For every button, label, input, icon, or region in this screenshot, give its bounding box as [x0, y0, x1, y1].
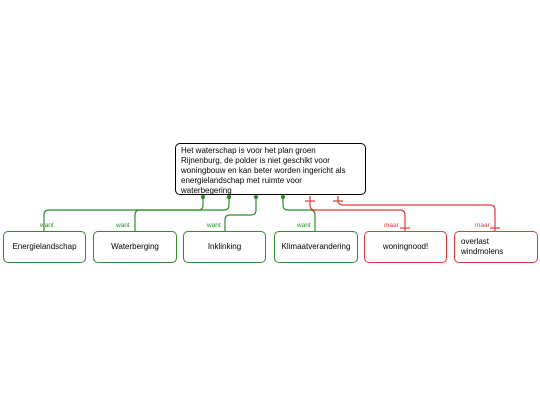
node-label: overlast windmolens: [461, 237, 504, 256]
node-woningnood[interactable]: woningnood!: [364, 231, 447, 263]
connector-waterberging: [134, 196, 230, 231]
node-label: Inklinking: [207, 242, 242, 251]
node-label: woningnood!: [382, 242, 429, 251]
connector-dot: [253, 194, 259, 200]
node-klimaatverandering[interactable]: Klimaatverandering: [274, 231, 358, 263]
connector-dot: [280, 194, 286, 200]
connector-klimaatverandering: [282, 196, 316, 231]
node-label: Klimaatverandering: [281, 242, 351, 251]
node-energielandschap[interactable]: Energielandschap: [3, 231, 86, 263]
relation-label-want: want: [207, 222, 221, 229]
relation-label-maar: maar: [384, 222, 399, 229]
node-inklinking[interactable]: Inklinking: [183, 231, 266, 263]
relation-label-maar: maar: [475, 222, 490, 229]
relation-label-want: want: [116, 222, 130, 229]
relation-label-want: want: [40, 222, 54, 229]
connector-energielandschap: [43, 196, 204, 231]
connector-woningnood: [309, 196, 406, 231]
connector-windmolens: [337, 196, 496, 231]
relation-label-want: want: [297, 222, 311, 229]
node-label: Energielandschap: [12, 242, 77, 251]
connector-inklinking: [224, 196, 257, 231]
node-waterberging[interactable]: Waterberging: [93, 231, 177, 263]
connector-dot: [226, 194, 232, 200]
connector-dot: [200, 194, 206, 200]
node-overlast-windmolens[interactable]: overlast windmolens: [454, 231, 538, 263]
node-label: Waterberging: [111, 242, 159, 251]
root-claim-node[interactable]: Het waterschap is voor het plan groen Ri…: [175, 143, 366, 195]
